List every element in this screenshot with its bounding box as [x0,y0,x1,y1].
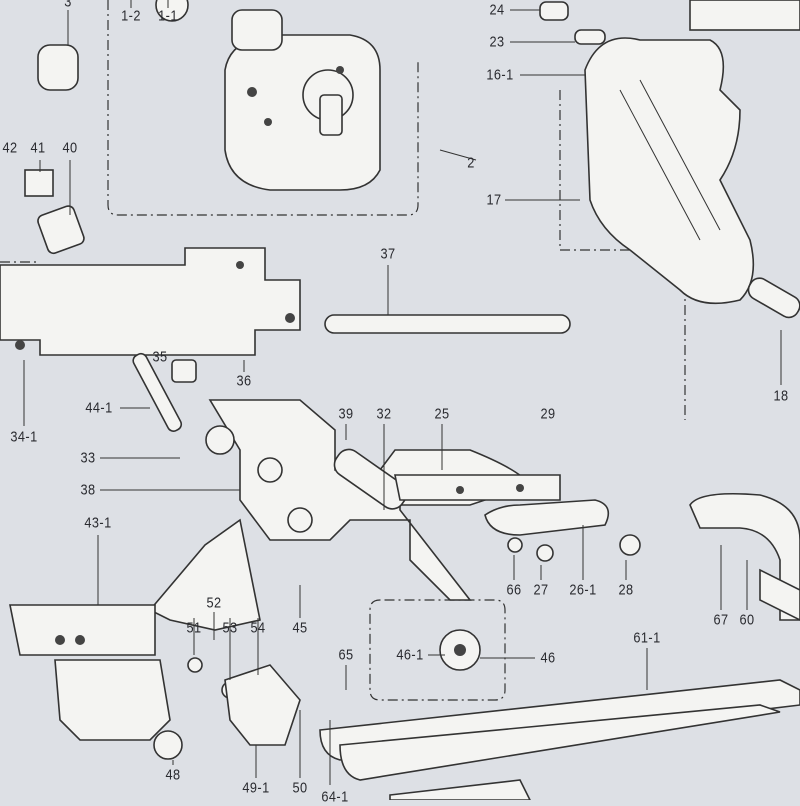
part-label: 49-1 [242,779,270,797]
part-label: 46-1 [396,646,424,664]
part-label: 44-1 [85,399,113,417]
part-label: 3 [64,0,72,11]
part-label: 65 [338,646,354,664]
part-label: 36 [236,372,252,390]
part-label: 34-1 [10,428,38,446]
part-label: 37 [380,245,396,263]
part-label: 52 [206,594,222,612]
part-label: 42 [2,139,18,157]
part-label: 23 [489,33,505,51]
part-label: 61-1 [633,629,661,647]
part-label: 53 [222,619,238,637]
part-label: 54 [250,619,266,637]
part-label: 26-1 [569,581,597,599]
part-label: 2 [467,154,475,172]
part-label: 45 [292,619,308,637]
part-label: 64-1 [321,788,349,806]
part-label: 25 [434,405,450,423]
part-label: 1-1 [158,7,178,25]
part-label: 17 [486,191,502,209]
part-label: 16-1 [486,66,514,84]
part-label: 29 [540,405,556,423]
part-label: 35 [152,348,168,366]
part-label: 18 [773,387,789,405]
part-label: 24 [489,1,505,19]
part-label: 60 [739,611,755,629]
part-label: 46 [540,649,556,667]
part-label: 67 [713,611,729,629]
part-label: 28 [618,581,634,599]
part-label: 32 [376,405,392,423]
part-label: 51 [186,619,202,637]
part-label: 48 [165,766,181,784]
part-label: 38 [80,481,96,499]
part-label: 27 [533,581,549,599]
part-label: 41 [30,139,46,157]
part-label: 50 [292,779,308,797]
part-label: 1-2 [121,7,141,25]
part-label: 33 [80,449,96,467]
part-label: 43-1 [84,514,112,532]
part-label: 66 [506,581,522,599]
part-label: 39 [338,405,354,423]
part-label: 40 [62,139,78,157]
